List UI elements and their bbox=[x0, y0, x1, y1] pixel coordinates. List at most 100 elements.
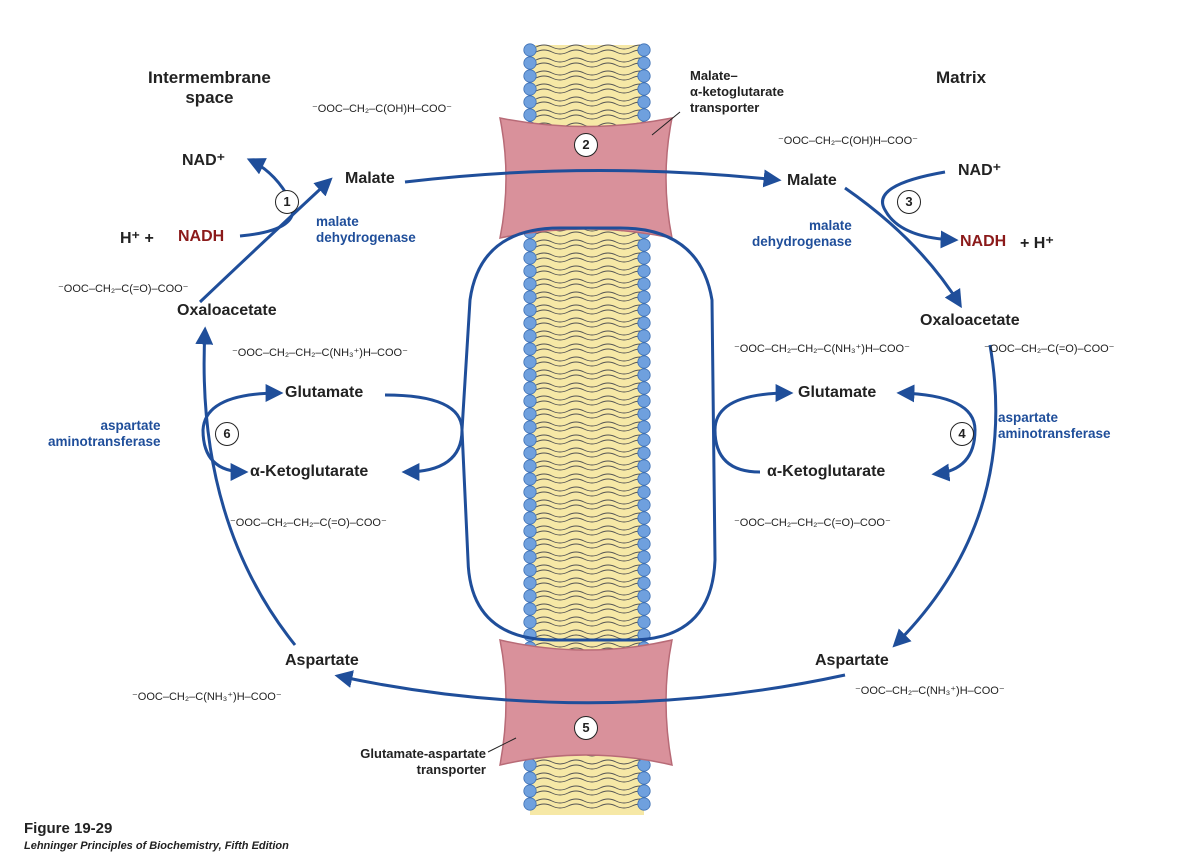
lipid-tail bbox=[535, 564, 649, 570]
lipid-tail bbox=[535, 803, 649, 809]
formula-malate-right: ⁻OOC–CH₂–C(OH)H–COO⁻ bbox=[778, 135, 918, 147]
lipid-head bbox=[637, 316, 651, 330]
lipid-tail bbox=[535, 374, 649, 380]
malate-left: Malate bbox=[345, 170, 395, 187]
lipid-tail bbox=[535, 395, 649, 401]
lipid-head bbox=[523, 264, 537, 278]
lipid-head bbox=[523, 420, 537, 434]
lipid-head bbox=[523, 485, 537, 499]
lipid-tail bbox=[535, 400, 649, 406]
lipid-tail bbox=[535, 231, 649, 237]
lipid-tail bbox=[535, 309, 649, 315]
lipid-tail bbox=[535, 790, 649, 796]
lipid-head bbox=[637, 784, 651, 798]
lipid-tail bbox=[535, 551, 649, 557]
lipid-head bbox=[523, 589, 537, 603]
lipid-tail bbox=[535, 473, 649, 479]
lipid-tail bbox=[535, 101, 649, 107]
formula-glutamate-right: ⁻OOC–CH₂–CH₂–C(NH₃⁺)H–COO⁻ bbox=[734, 343, 910, 355]
lipid-head bbox=[637, 615, 651, 629]
lipid-tail bbox=[535, 57, 649, 63]
left-asp-to-oaa-arrow bbox=[195, 326, 297, 646]
h-plus-left: H⁺ + bbox=[120, 230, 154, 247]
lipid-tail bbox=[535, 44, 649, 50]
lipid-tail bbox=[535, 621, 649, 627]
lipid-head bbox=[523, 82, 537, 96]
lipid-head bbox=[523, 433, 537, 447]
right-malate-to-oaa-arrow bbox=[844, 186, 962, 309]
lipid-tail bbox=[535, 239, 649, 245]
lipid-head bbox=[637, 550, 651, 564]
lipid-tail bbox=[535, 642, 649, 648]
lipid-tail bbox=[535, 265, 649, 271]
lipid-head bbox=[523, 251, 537, 265]
top-transporter-pointer bbox=[651, 111, 681, 136]
lipid-head bbox=[637, 342, 651, 356]
lipid-head bbox=[523, 537, 537, 551]
lipid-tail bbox=[535, 296, 649, 302]
lipid-head bbox=[637, 563, 651, 577]
aspartate-right: Aspartate bbox=[815, 652, 889, 669]
lipid-tail bbox=[535, 304, 649, 310]
lipid-tail bbox=[535, 764, 649, 770]
lipid-head bbox=[637, 264, 651, 278]
aspartate-left: Aspartate bbox=[285, 652, 359, 669]
lipid-tail bbox=[535, 616, 649, 622]
step-1-marker: 1 bbox=[275, 190, 299, 214]
lipid-tail bbox=[535, 413, 649, 419]
lipid-tail bbox=[535, 62, 649, 68]
lipid-head bbox=[523, 459, 537, 473]
lipid-head bbox=[637, 56, 651, 70]
lipid-tail bbox=[535, 447, 649, 453]
lipid-tail bbox=[535, 486, 649, 492]
right-ast-loop-arrow bbox=[896, 384, 977, 482]
lipid-tail bbox=[535, 382, 649, 388]
formula-akg-right: ⁻OOC–CH₂–CH₂–C(=O)–COO⁻ bbox=[734, 517, 891, 529]
lipid-head bbox=[523, 277, 537, 291]
lipid-tail bbox=[535, 291, 649, 297]
lipid-tail bbox=[535, 777, 649, 783]
lipid-tail bbox=[535, 252, 649, 258]
figure-source: Lehninger Principles of Biochemistry, Fi… bbox=[24, 840, 289, 852]
lipid-tail bbox=[535, 603, 649, 609]
lipid-head bbox=[523, 784, 537, 798]
lipid-head bbox=[523, 511, 537, 525]
lipid-head bbox=[637, 329, 651, 343]
lipid-head bbox=[523, 797, 537, 811]
intermembrane-space-heading: Intermembrane space bbox=[148, 68, 271, 107]
lipid-head bbox=[523, 95, 537, 109]
nad-left: NAD⁺ bbox=[182, 152, 226, 169]
malate-akg-transporter-label: Malate– α-ketoglutarate transporter bbox=[690, 68, 784, 115]
lipid-tail bbox=[535, 317, 649, 323]
lipid-head bbox=[637, 524, 651, 538]
step-3-marker: 3 bbox=[897, 190, 921, 214]
lipid-tail bbox=[535, 608, 649, 614]
lipid-head bbox=[523, 342, 537, 356]
lipid-head bbox=[523, 758, 537, 772]
lipid-head bbox=[637, 797, 651, 811]
pathway-arrows bbox=[195, 158, 998, 705]
figure-number: Figure 19-29 bbox=[24, 820, 113, 837]
lipid-head bbox=[523, 316, 537, 330]
lipid-tail bbox=[535, 530, 649, 536]
aspartate-aminotransferase-right: aspartate aminotransferase bbox=[998, 410, 1111, 441]
oxaloacetate-left: Oxaloacetate bbox=[177, 302, 277, 319]
matrix-heading: Matrix bbox=[936, 68, 987, 87]
lipid-head bbox=[637, 290, 651, 304]
lipid-head bbox=[637, 498, 651, 512]
left-glutamate-curl bbox=[384, 393, 464, 481]
lipid-head bbox=[523, 563, 537, 577]
lipid-head bbox=[523, 394, 537, 408]
lipid-tail bbox=[535, 283, 649, 289]
lipid-tail bbox=[535, 322, 649, 328]
formula-malate-left: ⁻OOC–CH₂–C(OH)H–COO⁻ bbox=[312, 103, 452, 115]
formula-glutamate-left: ⁻OOC–CH₂–CH₂–C(NH₃⁺)H–COO⁻ bbox=[232, 347, 408, 359]
lipid-tail bbox=[535, 348, 649, 354]
lipid-tail bbox=[535, 595, 649, 601]
nad-right: NAD⁺ bbox=[958, 162, 1002, 179]
step-4-marker: 4 bbox=[950, 422, 974, 446]
lipid-tail bbox=[535, 408, 649, 414]
lipid-head bbox=[523, 550, 537, 564]
lipid-head bbox=[523, 407, 537, 421]
